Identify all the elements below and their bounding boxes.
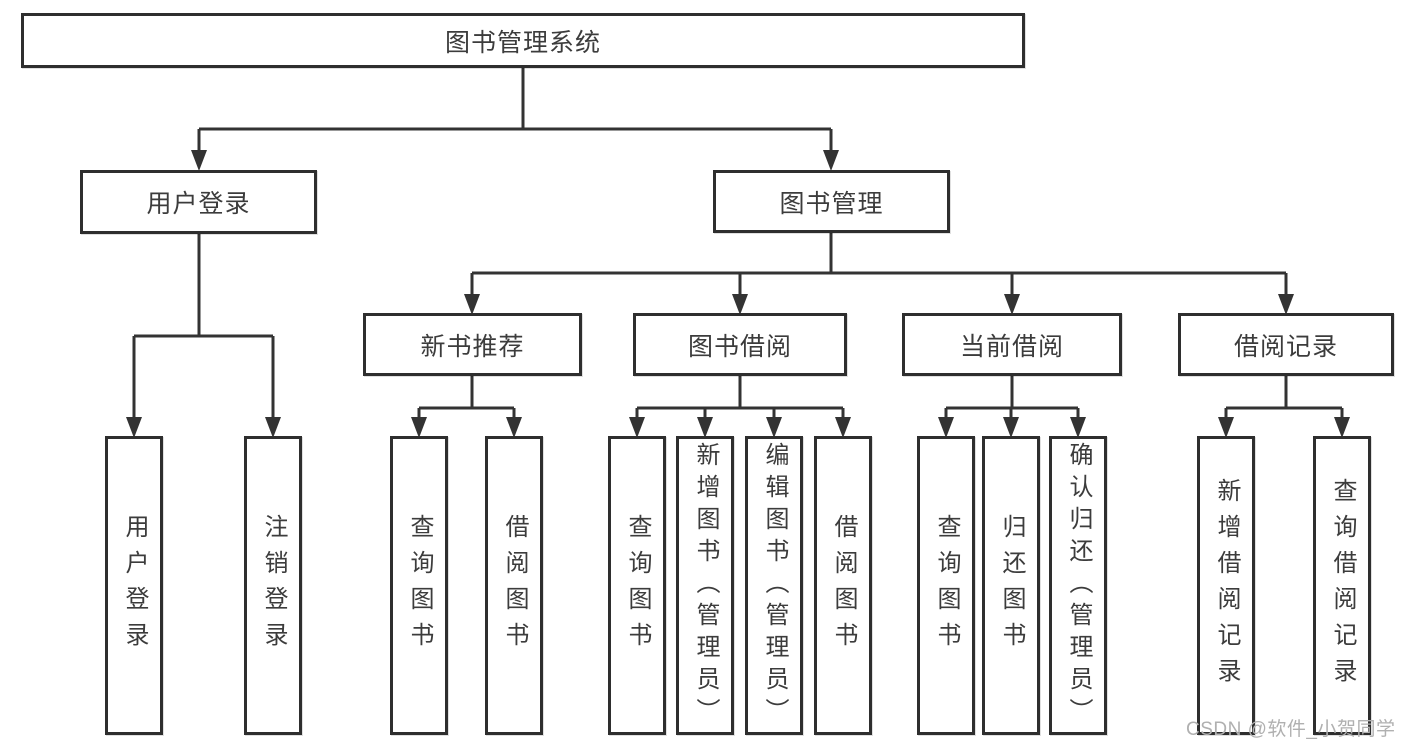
leaf-label: 新增图书（管理员） <box>692 441 719 730</box>
leaf-query-books-recommend: 查询图书 <box>390 436 448 735</box>
node-borrowing-records: 借阅记录 <box>1178 313 1394 376</box>
leaf-edit-book-admin: 编辑图书（管理员） <box>745 436 803 735</box>
leaf-add-book-admin: 新增图书（管理员） <box>676 436 734 735</box>
leaf-query-books-current: 查询图书 <box>917 436 975 735</box>
node-label: 借阅记录 <box>1233 332 1338 361</box>
node-current-borrowing: 当前借阅 <box>902 313 1122 376</box>
leaf-label: 查询图书 <box>624 513 651 658</box>
leaf-add-borrow-record: 新增借阅记录 <box>1197 436 1255 735</box>
leaf-logout: 注销登录 <box>244 436 302 735</box>
leaf-label: 借阅图书 <box>830 513 857 658</box>
leaf-label: 确认归还（管理员） <box>1065 441 1092 730</box>
node-root-system: 图书管理系统 <box>21 13 1025 68</box>
node-label: 新书推荐 <box>420 332 525 361</box>
leaf-user-login: 用户登录 <box>105 436 163 735</box>
node-book-borrowing: 图书借阅 <box>633 313 847 376</box>
node-label: 图书管理 <box>779 189 884 218</box>
csdn-watermark: CSDN @软件_小贺同学 <box>1186 719 1396 740</box>
leaf-label: 用户登录 <box>121 513 148 658</box>
leaf-label: 借阅图书 <box>501 513 528 658</box>
leaf-label: 注销登录 <box>260 513 287 658</box>
node-new-book-recommendation: 新书推荐 <box>363 313 582 376</box>
node-label: 用户登录 <box>146 190 251 218</box>
node-label: 图书借阅 <box>687 332 792 361</box>
leaf-borrow-books-recommend: 借阅图书 <box>485 436 543 735</box>
leaf-label: 编辑图书（管理员） <box>761 441 788 730</box>
node-book-management: 图书管理 <box>713 170 950 233</box>
leaf-label: 查询图书 <box>406 513 433 658</box>
leaf-confirm-return-admin: 确认归还（管理员） <box>1049 436 1107 735</box>
leaf-label: 查询图书 <box>933 513 960 658</box>
node-label: 当前借阅 <box>959 332 1064 361</box>
leaf-return-books: 归还图书 <box>982 436 1040 735</box>
leaf-label: 查询借阅记录 <box>1329 477 1356 694</box>
node-user-login: 用户登录 <box>80 170 317 234</box>
leaf-label: 归还图书 <box>998 513 1025 658</box>
leaf-borrow-books: 借阅图书 <box>814 436 872 735</box>
leaf-query-books-borrow: 查询图书 <box>608 436 666 735</box>
node-label: 图书管理系统 <box>444 28 601 57</box>
leaf-label: 新增借阅记录 <box>1213 477 1240 694</box>
leaf-query-borrow-record: 查询借阅记录 <box>1313 436 1371 735</box>
arrowheads <box>126 150 1350 438</box>
